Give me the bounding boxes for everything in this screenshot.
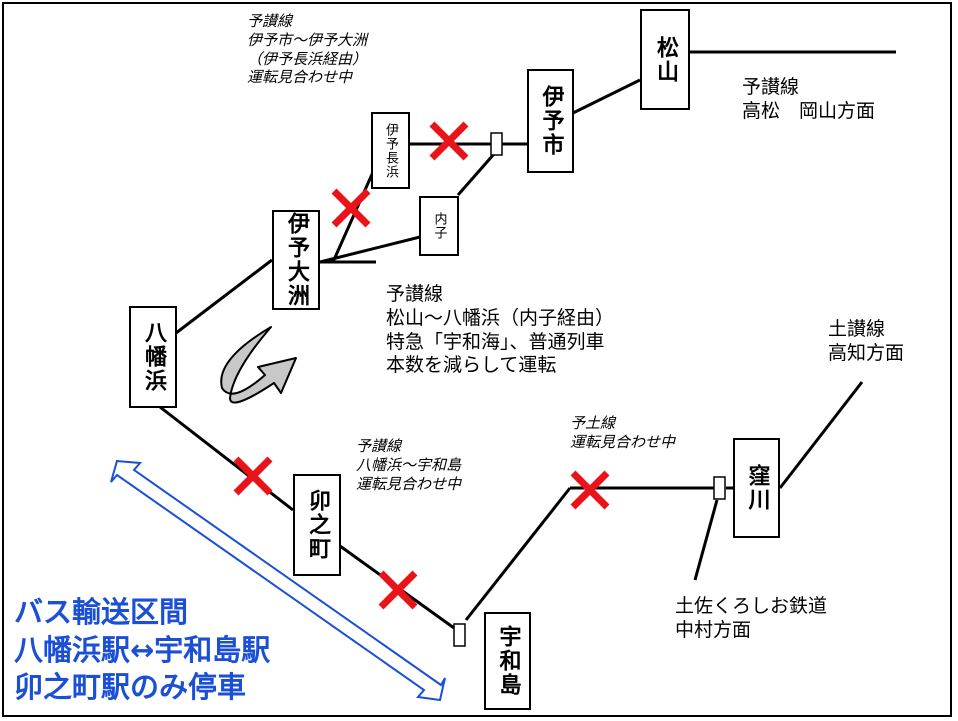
note-yosan-uwajima: 予讃線 八幡浜～宇和島 運転見合わせ中: [356, 437, 462, 493]
note-yosan-takamatsu: 予讃線 高松 岡山方面: [742, 76, 876, 122]
junction-marker: [713, 476, 726, 500]
cross-icon: [429, 121, 469, 161]
rail-lines: [159, 50, 896, 630]
note-yosan-uchiko: 予讃線 松山～八幡浜（内子経由） 特急「宇和海」、普通列車 本数を減らして運転: [386, 283, 615, 377]
station-unomachi: 卯之町: [293, 474, 341, 576]
note-yodo: 予土線 運転見合わせ中: [570, 414, 676, 451]
line-tosa-kuroshio: [693, 499, 719, 581]
station-matsuyama: 松山: [640, 9, 690, 110]
line-iyoshi-matsuyama: [572, 78, 641, 115]
bus-notice: バス輸送区間 八幡浜駅↔宇和島駅 卯之町駅のみ停車: [14, 595, 271, 705]
cross-icon: [378, 570, 418, 610]
cross-icon: [233, 456, 273, 496]
cross-icon: [331, 188, 371, 228]
note-dosan: 土讃線 高知方面: [828, 318, 905, 364]
suspension-marks: [233, 121, 610, 610]
station-uchiko: 内子: [419, 196, 459, 256]
note-tosa-kuroshio: 土佐くろしお鉄道 中村方面: [675, 595, 828, 641]
junction-marker: [453, 623, 466, 647]
line-uwajima-yodo: [464, 487, 572, 621]
station-kubokawa: 窪川: [733, 438, 780, 538]
bus-arrow-icon: [110, 459, 446, 702]
station-iyoozu: 伊予大洲: [272, 210, 320, 310]
junction-marker: [490, 132, 503, 156]
note-yosan-nagahama: 予讃線 伊予市～伊予大洲 （伊予長浜経由） 運転見合わせ中: [247, 12, 368, 87]
line-dosan: [778, 381, 864, 489]
station-uwajima: 宇和島: [484, 612, 531, 710]
station-yawatahama: 八幡浜: [129, 306, 177, 408]
line-yawatahama-unomachi: [159, 405, 294, 512]
curved-arrow-icon: [220, 326, 297, 404]
station-iyoshi: 伊予市: [527, 69, 574, 173]
cross-icon: [570, 470, 610, 510]
line-iyoozu-uchiko: [319, 235, 421, 264]
station-iyonagahama: 伊予長浜: [371, 112, 410, 189]
line-uchiko-junction: [456, 153, 496, 196]
line-yawatahama-iyoozu: [175, 258, 273, 335]
line-iyoozu-nagahama: [331, 171, 375, 263]
